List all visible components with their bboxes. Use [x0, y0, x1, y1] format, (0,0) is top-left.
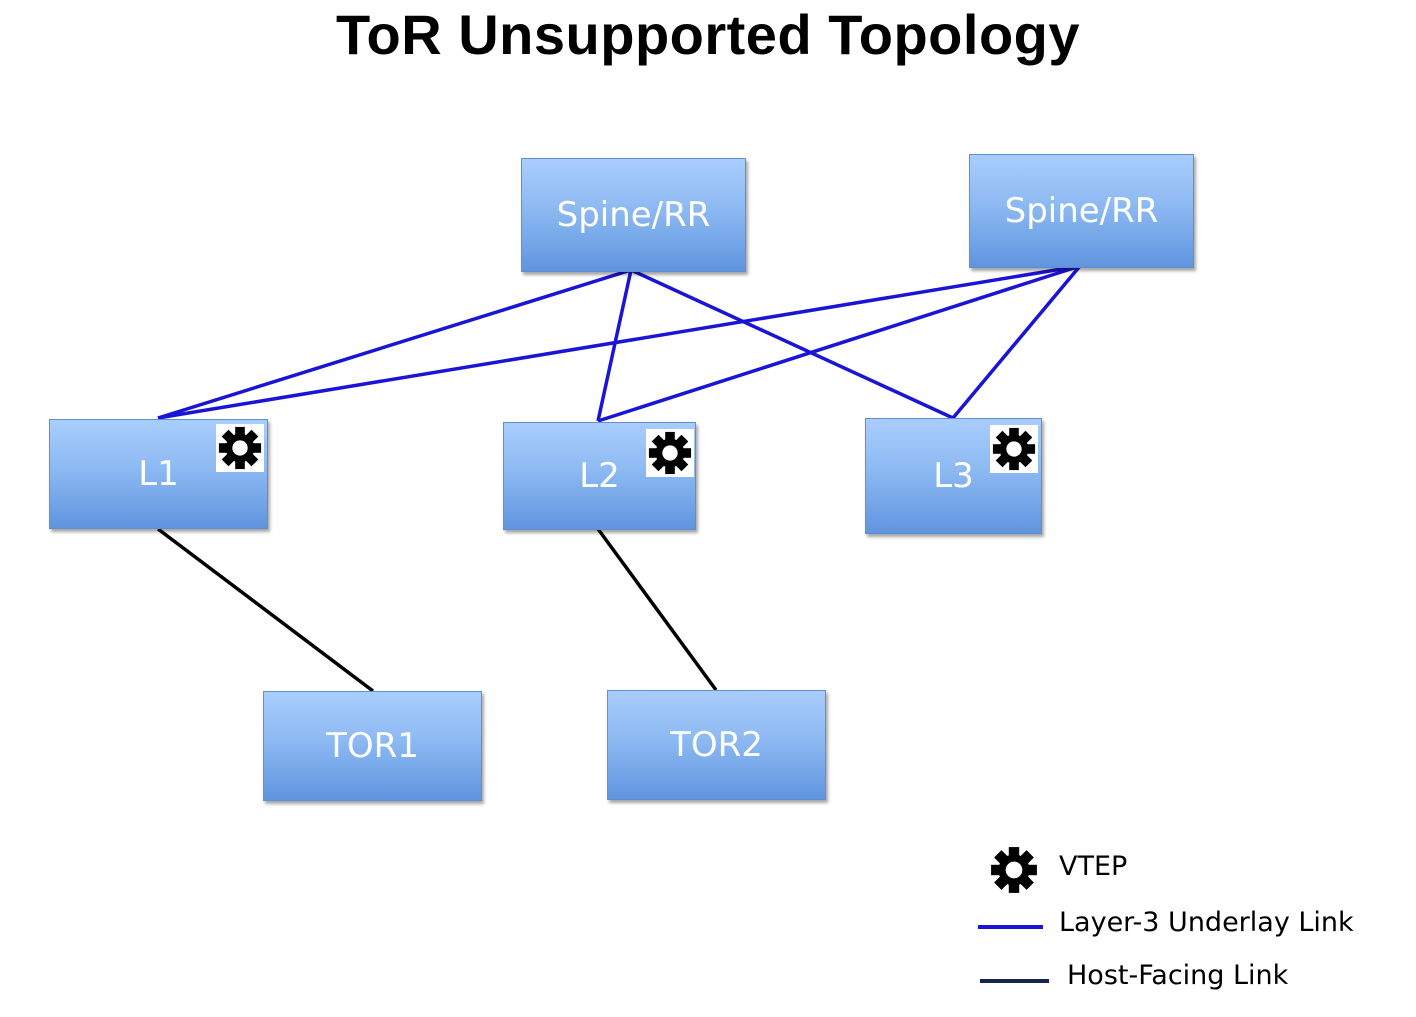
node-label: L1	[138, 454, 179, 494]
node-tor1: TOR1	[263, 691, 482, 801]
node-l1: L1	[49, 419, 268, 529]
underlay-links	[157, 264, 1082, 423]
node-label: TOR2	[670, 725, 763, 765]
node-spine-rr-1: Spine/RR	[521, 158, 746, 272]
node-tor2: TOR2	[607, 690, 826, 800]
node-label: Spine/RR	[1004, 191, 1159, 231]
gear-icon	[991, 847, 1037, 893]
legend-underlay-label: Layer-3 Underlay Link	[1059, 907, 1354, 938]
host-links	[156, 527, 718, 693]
vtep-badge	[216, 424, 264, 472]
link-spine1-l1	[157, 268, 632, 420]
node-label: TOR1	[326, 726, 419, 766]
gear-icon	[648, 431, 692, 475]
link-spine2-l2	[597, 264, 1081, 423]
node-spine-rr-2: Spine/RR	[969, 154, 1194, 268]
diagram-title: ToR Unsupported Topology	[335, 3, 1081, 66]
node-l3: L3	[865, 418, 1042, 534]
gear-icon	[218, 426, 262, 470]
legend-vtep-icon-wrap	[989, 845, 1039, 895]
node-label: L2	[579, 456, 620, 496]
node-l2: L2	[503, 422, 696, 530]
legend-host-label: Host-Facing Link	[1067, 960, 1289, 991]
link-spine2-l3	[951, 264, 1082, 420]
legend-vtep-label: VTEP	[1059, 851, 1128, 882]
gear-icon	[992, 427, 1036, 471]
node-label: L3	[933, 456, 974, 496]
link-l2-tor2	[596, 527, 718, 692]
link-spine1-l3	[630, 268, 954, 420]
vtep-badge	[990, 425, 1038, 473]
link-l1-tor1	[156, 527, 375, 693]
vtep-badge	[646, 429, 694, 477]
node-label: Spine/RR	[556, 195, 711, 235]
link-spine1-l2	[596, 269, 633, 422]
link-spine2-l1	[157, 264, 1081, 420]
